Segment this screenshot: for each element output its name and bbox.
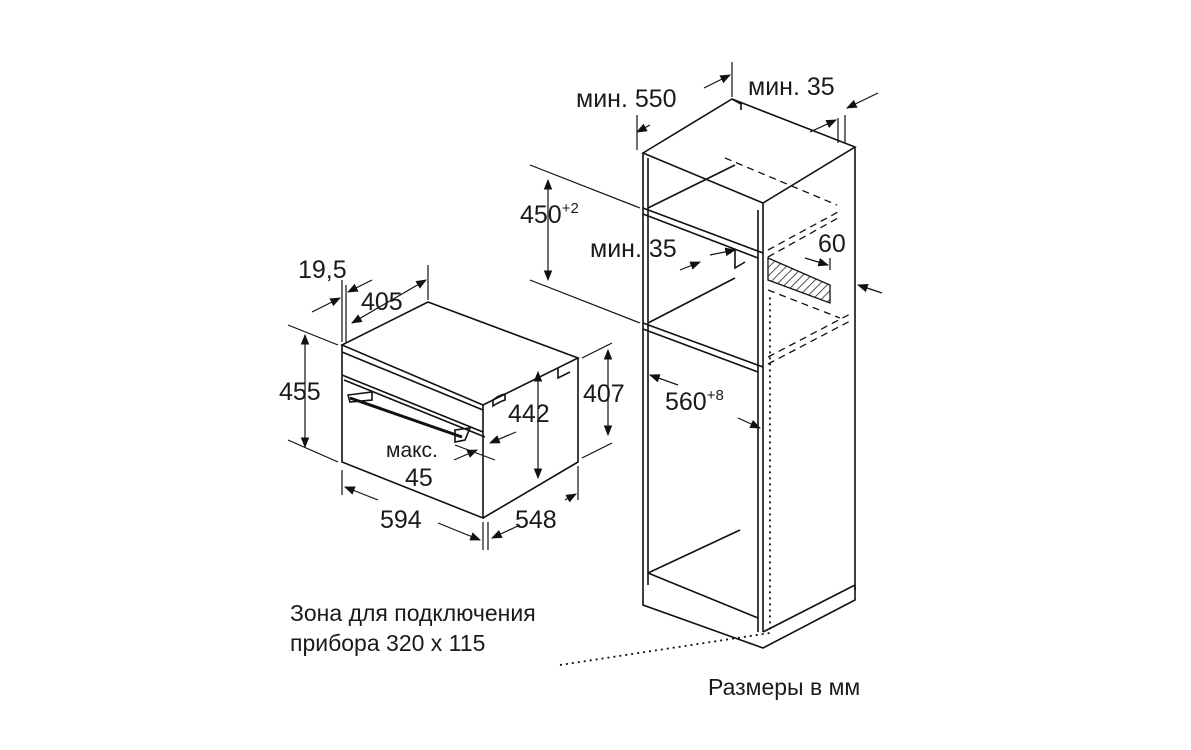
cabinet-outline bbox=[641, 98, 857, 649]
dim-min-shelf-gap: мин. 35 bbox=[590, 235, 677, 263]
dim-oven-height: 455 bbox=[279, 378, 321, 406]
dim-niche-height: 450+2 bbox=[520, 200, 579, 229]
dim-cabinet-min-rear-gap: мин. 35 bbox=[748, 73, 835, 101]
dim-niche-height-tolerance: +2 bbox=[561, 200, 579, 217]
oven-dimension-lines bbox=[287, 265, 613, 550]
connection-zone-line1: Зона для подключения bbox=[290, 600, 536, 626]
dim-oven-inner-height: 442 bbox=[508, 400, 550, 428]
dim-cabinet-min-depth: мин. 550 bbox=[576, 85, 677, 113]
dim-max-label: макс. bbox=[386, 439, 438, 462]
oven-niche-dashed bbox=[724, 157, 853, 365]
connection-zone-hatch bbox=[767, 257, 831, 304]
dim-niche-height-value: 450 bbox=[520, 201, 562, 229]
dim-oven-width: 594 bbox=[380, 506, 422, 534]
dim-oven-depth: 548 bbox=[515, 506, 557, 534]
connection-zone-line2: прибора 320 x 115 bbox=[290, 630, 486, 656]
dim-connection-depth: 60 bbox=[818, 230, 846, 258]
dim-max-value: 45 bbox=[405, 464, 433, 492]
connection-zone-note: Зона для подключения прибора 320 x 115 bbox=[290, 598, 536, 658]
dim-oven-depth-top: 405 bbox=[361, 288, 403, 316]
units-note: Размеры в мм bbox=[708, 674, 861, 700]
dim-oven-body-height: 407 bbox=[583, 380, 625, 408]
dim-niche-width: 560+8 bbox=[665, 387, 724, 416]
cabinet-dimension-lines bbox=[529, 62, 883, 429]
dim-oven-door-offset: 19,5 bbox=[298, 256, 347, 284]
dim-niche-width-tolerance: +8 bbox=[706, 387, 724, 404]
dim-niche-width-value: 560 bbox=[665, 388, 707, 416]
oven-outline bbox=[340, 301, 581, 520]
